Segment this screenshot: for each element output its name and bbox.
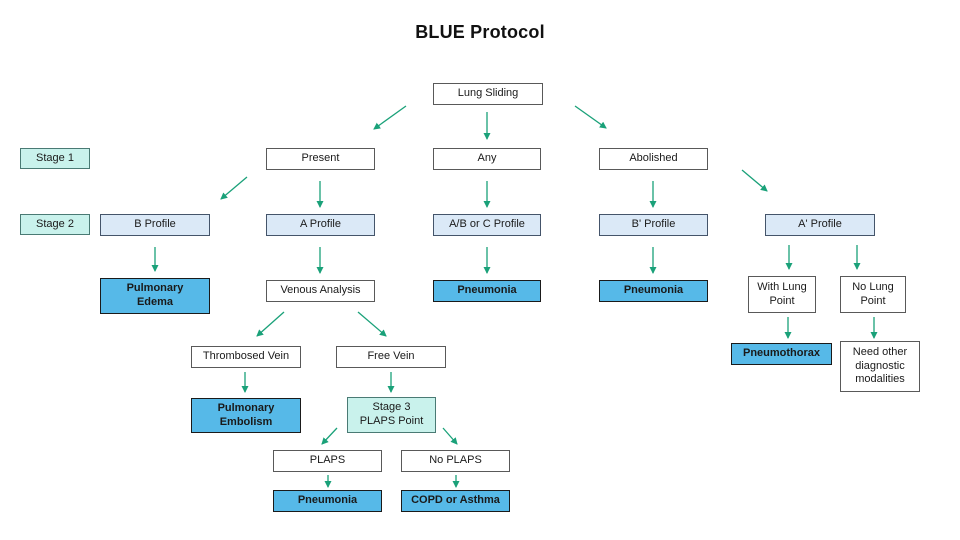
node-label: Thrombosed Vein [202,350,290,363]
node-label: Stage 2 [36,217,74,230]
node-label: Pulmonary [126,282,184,295]
node-label: Present [301,152,340,165]
node-label: Stage 3 [372,401,411,414]
node-stage-2: Stage 2 [20,214,90,235]
node-label: No Lung [852,280,894,293]
flow-arrow-lung-sliding-to-abolished [574,105,607,129]
node-label: COPD or Asthma [411,494,500,507]
node-label: PLAPS Point [359,415,424,427]
node-abolished: Abolished [599,148,708,170]
node-label: Point [860,294,886,307]
node-label: Pneumonia [623,284,684,297]
node-label: Pulmonary [217,401,275,414]
node-lung-sliding: Lung Sliding [433,83,543,105]
node-label: Lung Sliding [457,87,519,100]
flow-arrow-venous-analysis-to-thrombosed-vein [256,311,285,337]
node-venous-analysis: Venous Analysis [266,280,375,302]
node-plaps: PLAPS [273,450,382,472]
node-label: Need other [852,345,908,358]
node-label: With Lung [757,280,807,293]
node-label: A/B or C Profile [449,218,525,231]
node-label: modalities [855,373,905,386]
flow-arrow-lung-sliding-to-present [373,105,407,130]
node-label: Pneumonia [457,284,517,297]
node-stage-1: Stage 1 [20,148,90,169]
flow-arrow-stage-3-plaps-to-no-plaps [442,427,458,445]
node-label: Abolished [629,152,678,165]
node-label: B Profile [134,218,176,231]
node-free-vein: Free Vein [336,346,446,368]
flow-arrow-present-to-b-profile [220,176,248,200]
node-label: Venous Analysis [280,284,361,297]
node-label: Pneumonia [297,494,358,507]
diagram-title: BLUE Protocol [415,22,545,42]
node-label: Free Vein [367,350,415,363]
node-label: No PLAPS [429,454,482,467]
node-no-plaps: No PLAPS [401,450,510,472]
flow-arrow-abolished-to-a-prime-profile [741,169,768,192]
node-pneumonia-plaps: Pneumonia [273,490,382,512]
node-pneumothorax: Pneumothorax [731,343,832,365]
node-thrombosed-vein: Thrombosed Vein [191,346,301,368]
flow-arrow-venous-analysis-to-free-vein [357,311,387,337]
node-ab-c-profile: A/B or C Profile [433,214,541,236]
node-b-profile: B Profile [100,214,210,236]
node-label: Stage 1 [36,151,74,164]
node-label: Any [477,152,497,165]
node-label: Edema [136,296,174,308]
node-a-profile: A Profile [266,214,375,236]
node-label: Embolism [219,415,273,428]
node-label: B' Profile [631,218,676,231]
node-copd-asthma: COPD or Asthma [401,490,510,512]
node-pneumonia-bprime: Pneumonia [599,280,708,302]
node-label: diagnostic [855,359,905,372]
node-label: PLAPS [309,454,346,467]
node-label: Point [769,294,795,307]
node-any: Any [433,148,541,170]
node-label: A' Profile [798,218,842,231]
node-label: A Profile [300,218,341,231]
node-label: Pneumothorax [742,347,820,360]
flow-arrow-stage-3-plaps-to-plaps [321,427,338,445]
node-b-prime-profile: B' Profile [599,214,708,236]
node-a-prime-profile: A' Profile [765,214,875,236]
node-present: Present [266,148,375,170]
node-pneumonia-center: Pneumonia [433,280,541,302]
